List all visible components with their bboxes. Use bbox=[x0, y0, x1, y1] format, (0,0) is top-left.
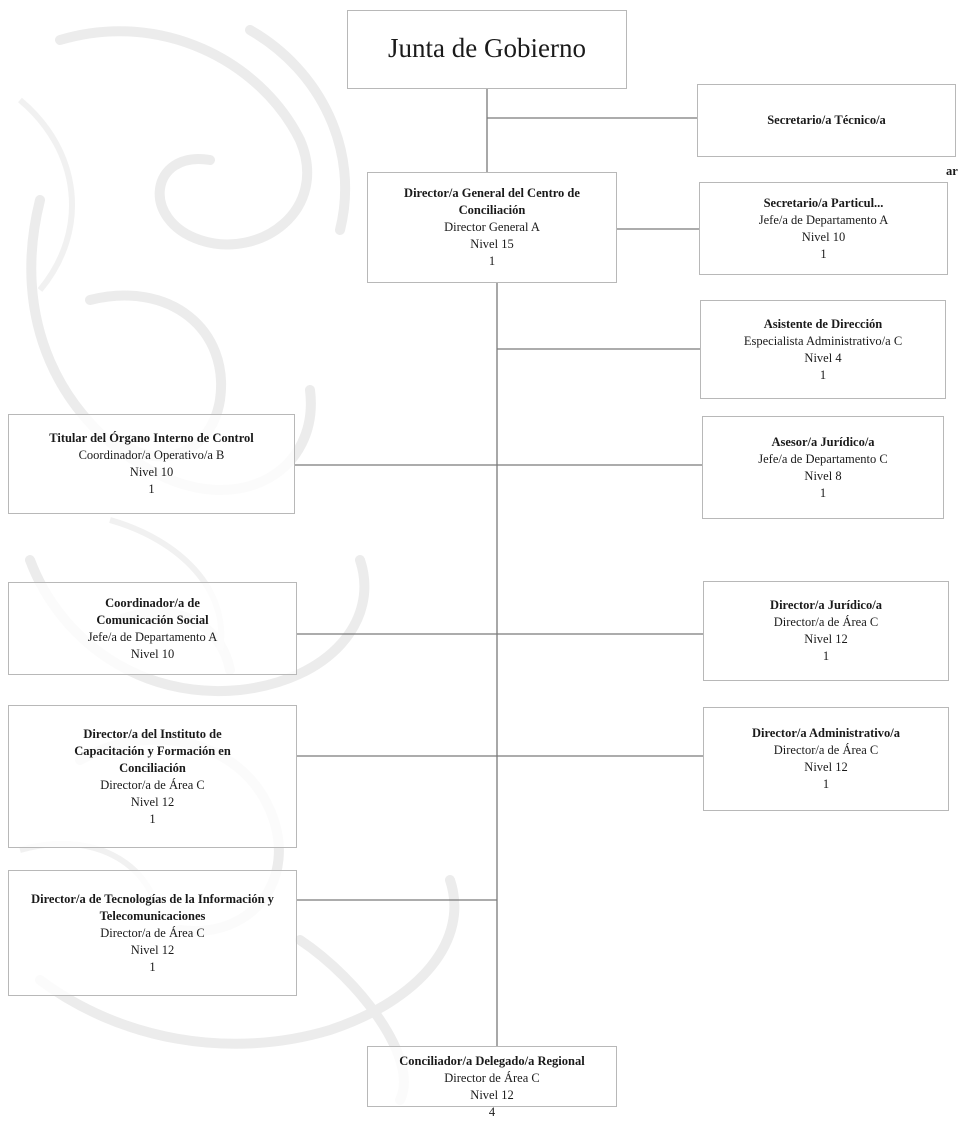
node-title: Director/a Jurídico/a bbox=[770, 598, 882, 612]
node-title: Coordinador/a de Comunicación Social bbox=[96, 595, 209, 627]
node-title: Titular del Órgano Interno de Control bbox=[49, 431, 254, 445]
node-rank: Director/a de Área C bbox=[100, 777, 205, 792]
node-rank: Director/a de Área C bbox=[100, 925, 205, 940]
node-title: Conciliador/a Delegado/a Regional bbox=[399, 1054, 585, 1068]
node-level: Nivel 12 bbox=[130, 794, 175, 809]
node-title: Director/a Administrativo/a bbox=[751, 726, 900, 740]
node-title: Director/a General del Centro de Concili… bbox=[404, 186, 580, 217]
node-count: 1 bbox=[819, 485, 827, 500]
node-title: Asesor/a Jurídico/a bbox=[771, 434, 875, 449]
node-count: 1 bbox=[822, 777, 830, 791]
junta-de-gobierno-box: Junta de Gobierno bbox=[347, 10, 627, 89]
node-title: Secretario/a Particul... bbox=[763, 195, 884, 210]
node-count: 1 bbox=[819, 367, 827, 382]
tecnologias-informacion-box: Director/a de Tecnologías de la Informac… bbox=[8, 870, 297, 996]
node-rank: Especialista Administrativo/a C bbox=[743, 333, 903, 348]
instituto-capacitacion-box: Director/a del Instituto de Capacitación… bbox=[8, 705, 297, 848]
node-count: 1 bbox=[148, 482, 155, 496]
node-level: Nivel 8 bbox=[804, 468, 842, 483]
node-rank: Jefe/a de Departamento A bbox=[87, 629, 218, 644]
asistente-direccion-box: Asistente de Dirección Especialista Admi… bbox=[700, 300, 946, 399]
node-count: 1 bbox=[149, 959, 156, 974]
node-title: Director/a del Instituto de Capacitación… bbox=[74, 726, 231, 775]
node-level: Nivel 10 bbox=[130, 646, 175, 661]
director-administrativo-box: Director/a Administrativo/a Director/a d… bbox=[703, 707, 949, 811]
director-juridico-box: Director/a Jurídico/a Director/a de Área… bbox=[703, 581, 949, 681]
node-rank: Director General A bbox=[444, 220, 540, 234]
node-rank: Coordinador/a Operativo/a B bbox=[78, 448, 225, 462]
titular-oic-box: Titular del Órgano Interno de Control Co… bbox=[8, 414, 295, 514]
node-level: Nivel 12 bbox=[804, 632, 848, 646]
node-count: 1 bbox=[149, 811, 156, 826]
node-title: Secretario/a Técnico/a bbox=[767, 113, 886, 127]
director-general-box: Director/a General del Centro de Concili… bbox=[367, 172, 617, 283]
node-count: 4 bbox=[488, 1105, 496, 1119]
node-rank: Jefe/a de Departamento A bbox=[758, 212, 889, 227]
node-title: Asistente de Dirección bbox=[763, 316, 883, 331]
node-level: Nivel 15 bbox=[470, 237, 514, 251]
overflow-text: ar bbox=[946, 164, 958, 178]
node-rank: Director/a de Área C bbox=[773, 615, 879, 629]
conciliador-regional-box: Conciliador/a Delegado/a Regional Direct… bbox=[367, 1046, 617, 1119]
node-count: 1 bbox=[488, 254, 496, 268]
node-level: Nivel 4 bbox=[804, 350, 842, 365]
node-title: Director/a de Tecnologías de la Informac… bbox=[31, 891, 274, 923]
node-rank: Director de Área C bbox=[444, 1071, 540, 1085]
comunicacion-social-box: Coordinador/a de Comunicación Social Jef… bbox=[8, 582, 297, 675]
node-rank: Director/a de Área C bbox=[773, 743, 879, 757]
node-level: Nivel 10 bbox=[129, 465, 174, 479]
secretario-tecnico-box: Secretario/a Técnico/a bbox=[697, 84, 956, 157]
node-level: Nivel 10 bbox=[801, 229, 846, 244]
secretario-particular-box: Secretario/a Particul... Jefe/a de Depar… bbox=[699, 182, 948, 275]
node-count: 1 bbox=[820, 246, 827, 261]
node-level: Nivel 12 bbox=[804, 760, 848, 774]
asesor-juridico-box: Asesor/a Jurídico/a Jefe/a de Departamen… bbox=[702, 416, 944, 519]
node-level: Nivel 12 bbox=[470, 1088, 514, 1102]
node-level: Nivel 12 bbox=[130, 942, 175, 957]
node-count: 1 bbox=[822, 649, 830, 663]
node-title: Junta de Gobierno bbox=[388, 32, 586, 63]
node-rank: Jefe/a de Departamento C bbox=[758, 451, 888, 466]
